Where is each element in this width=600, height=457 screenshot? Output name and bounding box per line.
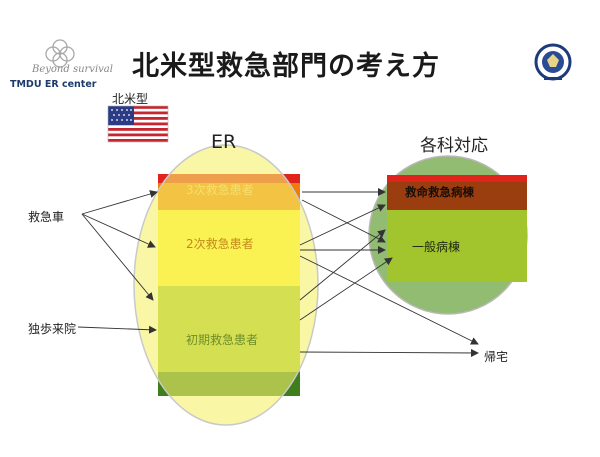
general-ward-box [387, 210, 527, 282]
walk-in-label: 独歩来院 [28, 322, 77, 336]
ambulance-label: 救急車 [28, 210, 65, 224]
secondary-patient-label: 2次救急患者 [186, 237, 254, 251]
discharge-label: 帰宅 [484, 350, 509, 364]
logo-tagline: Beyond survival [32, 64, 113, 75]
primary-patient-label: 初期救急患者 [186, 333, 259, 347]
flow-arrows [77, 188, 479, 357]
university-emblem-icon [534, 43, 572, 81]
tmdu-ring-logo-icon [45, 39, 75, 68]
logo-name: TMDU ER center [10, 79, 97, 90]
tertiary-patient-label: 3次救急患者 [186, 183, 254, 197]
slide-title: 北米型救急部門の考え方 [132, 51, 440, 82]
general-ward-label: 一般病棟 [412, 240, 461, 254]
emergency-ward-label: 救命救急病棟 [405, 185, 474, 199]
er-label: ER [211, 131, 237, 153]
flag-label: 北米型 [112, 92, 149, 106]
us-flag-icon [107, 105, 169, 143]
department-label: 各科対応 [420, 136, 488, 156]
emergency-ward-box [387, 182, 527, 210]
emergency-ward-top-bar [387, 175, 527, 182]
